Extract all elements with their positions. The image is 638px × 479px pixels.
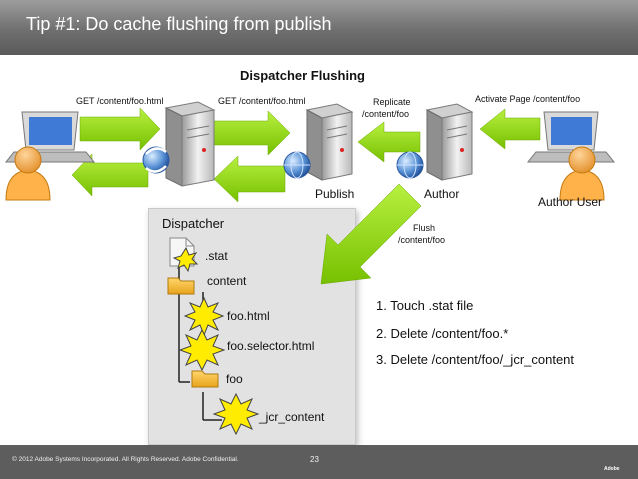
label-dispatcher: Dispatcher — [162, 216, 225, 231]
tree-foo: foo — [226, 372, 243, 386]
step-3: 3. Delete /content/foo/_jcr_content — [376, 352, 575, 367]
globe-icon — [283, 151, 311, 179]
arrow-flush-to-dispatcher — [320, 183, 422, 285]
arrow-user-to-dispatcher — [79, 107, 161, 151]
label-flush: Flush — [413, 223, 436, 233]
arrow-authoruser-to-author — [479, 108, 541, 150]
tree-jcr-content: _jcr_content — [259, 410, 325, 424]
user-icon — [5, 146, 51, 201]
user-icon — [559, 146, 605, 201]
label-replicate: Replicate — [373, 97, 411, 107]
server-icon — [164, 101, 216, 187]
arrow-dispatcher-to-publish — [209, 110, 291, 156]
burst-icon — [178, 328, 226, 372]
tree-content: content — [207, 274, 247, 288]
copyright-text: © 2012 Adobe Systems Incorporated. All R… — [12, 456, 239, 463]
burst-icon — [172, 246, 199, 273]
burst-icon — [212, 392, 260, 436]
laptop-icon — [4, 111, 96, 163]
adobe-logo-text: Adobe — [604, 466, 620, 472]
page-number: 23 — [310, 455, 319, 464]
tree-stat: .stat — [205, 249, 228, 263]
slide-title: Tip #1: Do cache flushing from publish — [26, 14, 332, 34]
folder-icon — [191, 370, 219, 388]
server-icon — [425, 103, 474, 181]
label-activate-page: Activate Page /content/foo — [475, 94, 581, 104]
burst-icon — [183, 296, 225, 337]
refresh-globe-icon — [142, 146, 170, 174]
diagram-heading: Dispatcher Flushing — [240, 68, 365, 83]
label-flush-path: /content/foo — [398, 235, 446, 245]
tree-foo-selector: foo.selector.html — [227, 339, 315, 353]
footer-bar: © 2012 Adobe Systems Incorporated. All R… — [0, 445, 638, 479]
label-publish: Publish — [315, 187, 355, 201]
title-bar: Tip #1: Do cache flushing from publish — [0, 0, 638, 55]
label-get-dispatcher: GET /content/foo.html — [218, 96, 306, 106]
step-1: 1. Touch .stat file — [376, 298, 474, 313]
tree-foo-html: foo.html — [227, 309, 270, 323]
globe-icon — [396, 151, 424, 179]
label-get-user: GET /content/foo.html — [76, 96, 164, 106]
folder-icon — [167, 277, 195, 295]
label-author-user: Author User — [538, 195, 603, 209]
arrow-author-to-publish — [357, 121, 421, 163]
server-icon — [305, 103, 354, 181]
label-author: Author — [424, 187, 460, 201]
arrow-publish-to-dispatcher — [213, 155, 286, 203]
step-2: 2. Delete /content/foo.* — [376, 326, 509, 341]
label-replicate-path: /content/foo — [362, 109, 410, 119]
